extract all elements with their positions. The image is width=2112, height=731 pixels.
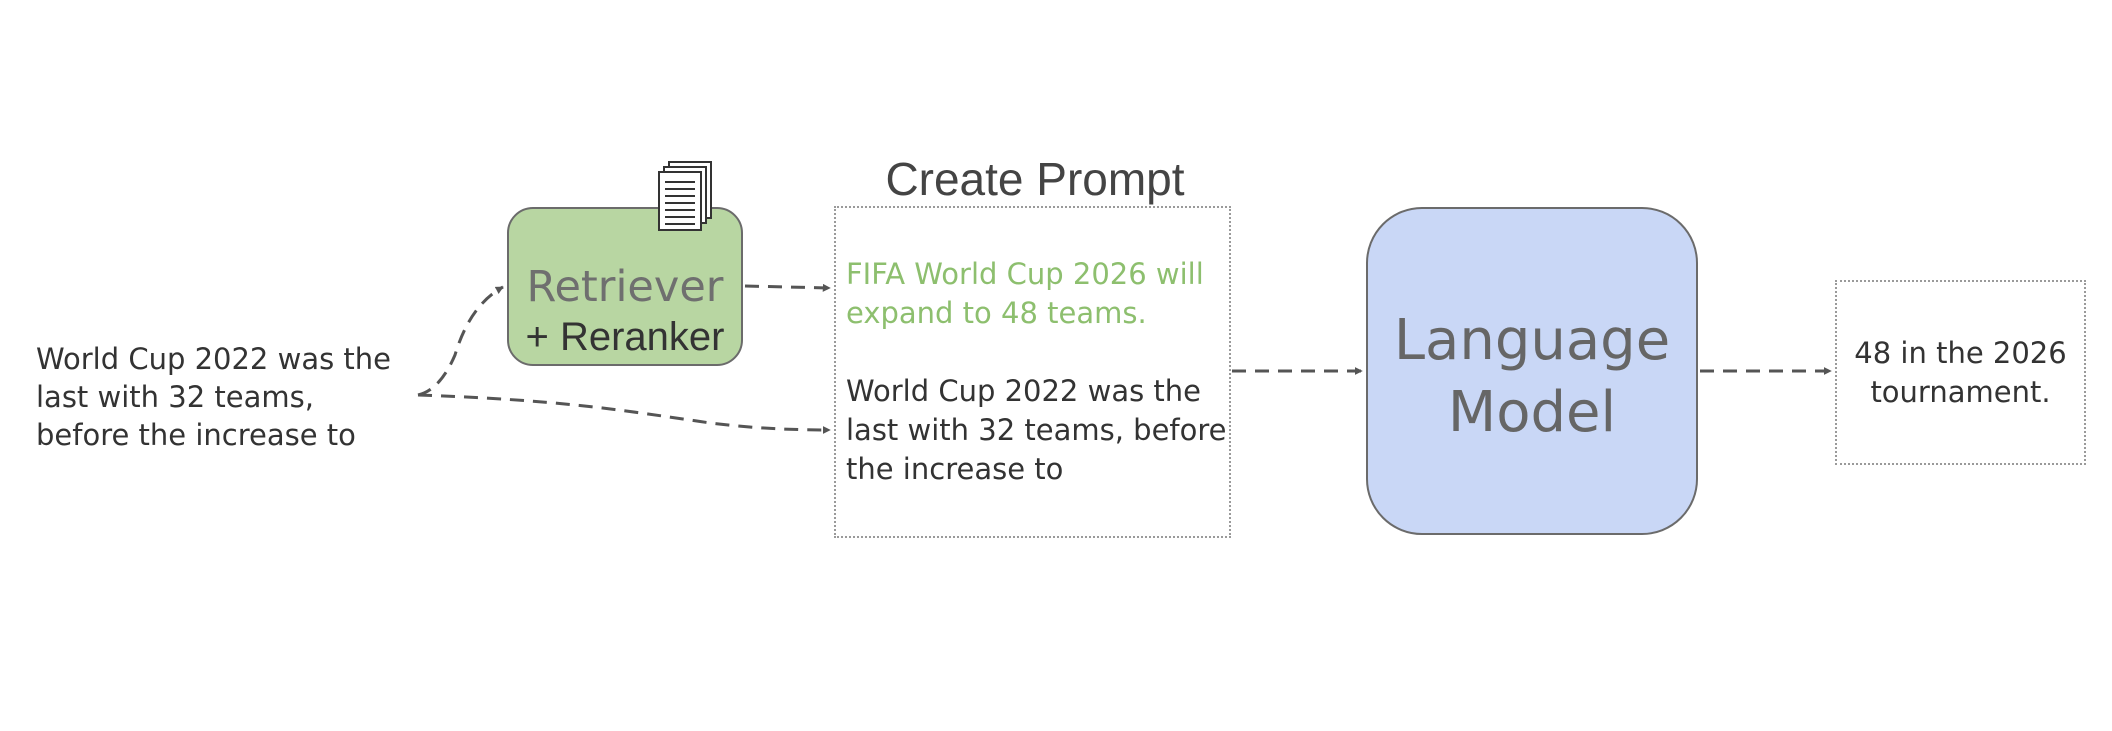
- arrow-retriever-to-prompt: [744, 283, 831, 292]
- output-line: 48 in the 2026: [1854, 336, 2067, 370]
- documents-icon: [658, 161, 712, 231]
- retrieved-passage-line: FIFA World Cup 2026 will: [846, 257, 1204, 291]
- prompt-query-line: World Cup 2022 was the: [846, 374, 1202, 408]
- prompt-query-line: last with 32 teams, before: [846, 413, 1227, 447]
- language-model-label: Language Model: [1368, 305, 1696, 449]
- input-query-line: last with 32 teams,: [36, 380, 314, 414]
- retrieved-passage-line: expand to 48 teams.: [846, 296, 1147, 330]
- reranker-label: + Reranker: [525, 315, 725, 359]
- create-prompt-box: [834, 206, 1231, 538]
- input-query-line: World Cup 2022 was the: [36, 342, 392, 376]
- retriever-label: Retriever: [526, 262, 724, 312]
- prompt-query-line: the increase to: [846, 452, 1064, 486]
- create-prompt-title: Create Prompt: [885, 153, 1185, 205]
- arrow-input-to-prompt: [417, 393, 831, 434]
- language-model-label-line: Language: [1393, 308, 1671, 373]
- language-model-node: Language Model: [1366, 207, 1698, 535]
- retriever-reranker-node: Retriever + Reranker: [507, 207, 743, 366]
- output-text: 48 in the 2026 tournament.: [1837, 334, 2084, 412]
- output-box: 48 in the 2026 tournament.: [1835, 280, 2086, 465]
- prompt-query-text: World Cup 2022 was the last with 32 team…: [846, 372, 1227, 489]
- language-model-label-line: Model: [1447, 380, 1617, 445]
- retrieved-passage-text: FIFA World Cup 2026 will expand to 48 te…: [846, 255, 1226, 333]
- arrow-input-to-retriever: [417, 285, 504, 397]
- output-line: tournament.: [1870, 375, 2051, 409]
- input-query-line: before the increase to: [36, 418, 356, 452]
- input-query-text: World Cup 2022 was the last with 32 team…: [36, 340, 416, 454]
